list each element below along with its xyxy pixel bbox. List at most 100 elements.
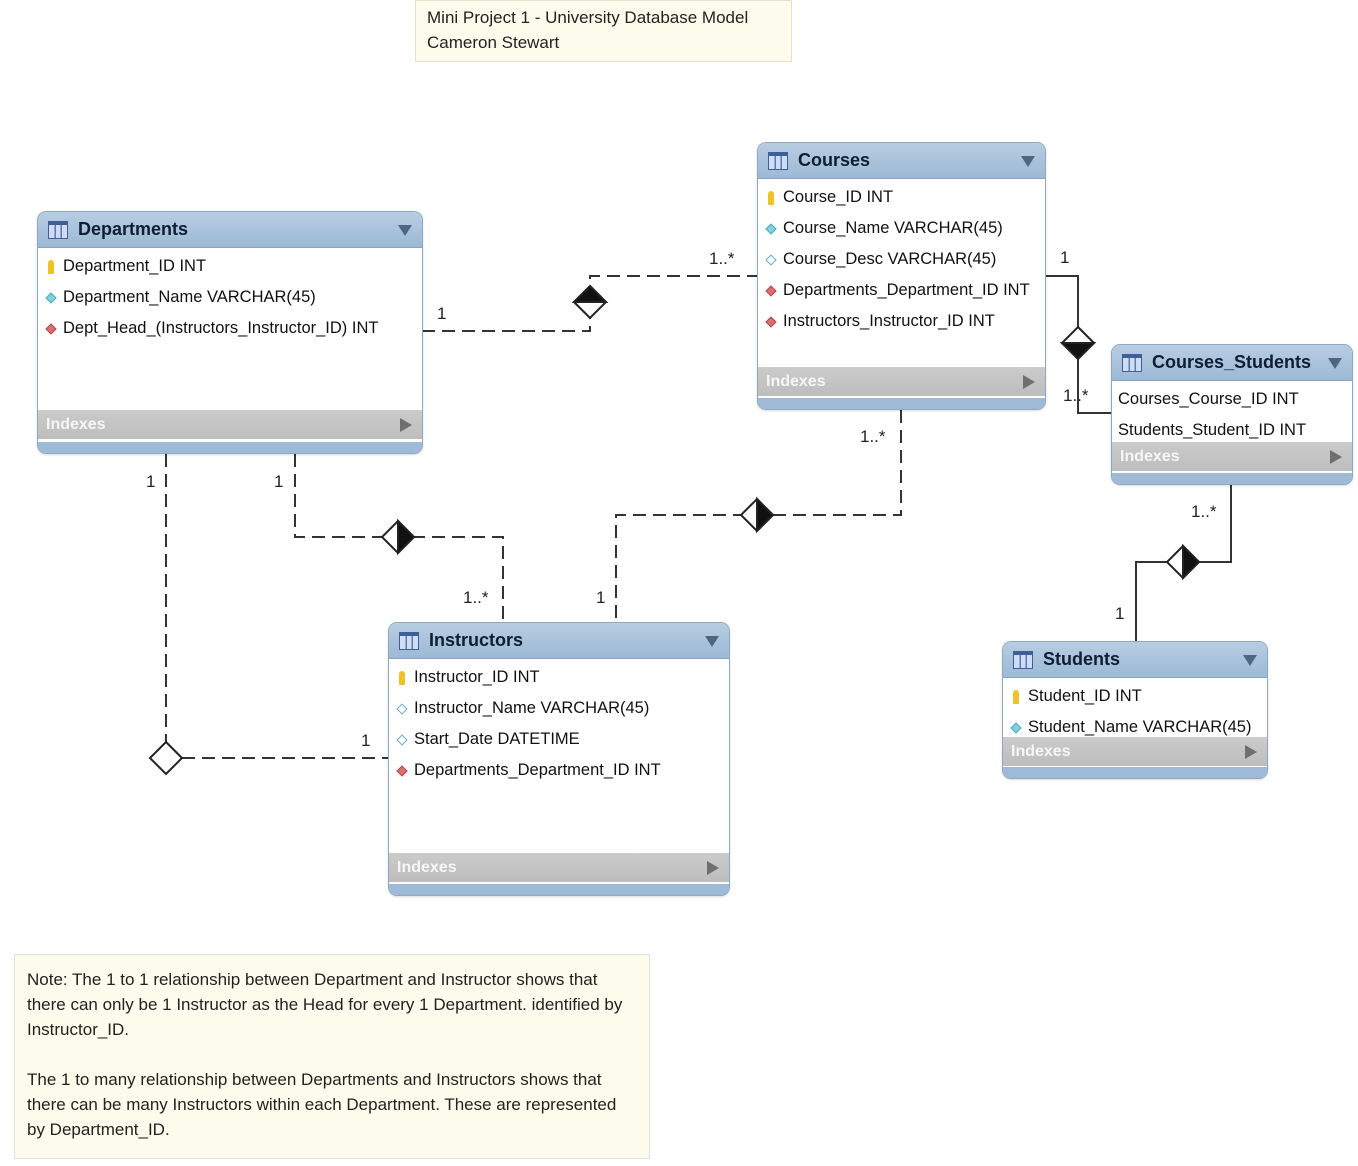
expand-arrow-icon[interactable] bbox=[1023, 375, 1035, 389]
indexes-label: Indexes bbox=[766, 372, 826, 390]
rel-dept-courses-line bbox=[422, 275, 757, 332]
title-note: Mini Project 1 - University Database Mod… bbox=[415, 0, 792, 62]
rel-courses-cs-many-label: 1..* bbox=[1063, 386, 1089, 405]
column-row[interactable]: Instructor_ID INT bbox=[389, 662, 729, 693]
column-icon bbox=[45, 291, 57, 304]
column-row[interactable]: Instructor_Name VARCHAR(45) bbox=[389, 693, 729, 724]
nullable-column-icon bbox=[396, 702, 408, 715]
rel-dept-courses-many-label: 1..* bbox=[709, 249, 735, 268]
table-icon bbox=[48, 220, 68, 239]
table-departments[interactable]: Departments Department_ID INT Department… bbox=[37, 211, 423, 454]
collapse-caret-icon[interactable] bbox=[1243, 655, 1257, 666]
collapse-caret-icon[interactable] bbox=[1021, 156, 1035, 167]
table-icon bbox=[1122, 353, 1142, 372]
indexes-section[interactable]: Indexes bbox=[758, 367, 1045, 396]
indexes-label: Indexes bbox=[1011, 742, 1071, 760]
column-row[interactable]: Students_Student_ID INT bbox=[1118, 421, 1307, 439]
table-icon bbox=[768, 151, 788, 170]
rel-courses-instructors-many-label: 1..* bbox=[860, 427, 886, 446]
rel-dept-instructors-diamond bbox=[380, 518, 416, 556]
table-title: Students bbox=[1043, 649, 1121, 669]
foreign-key-icon bbox=[765, 284, 777, 297]
expand-arrow-icon[interactable] bbox=[1330, 450, 1342, 464]
table-footer bbox=[758, 398, 1045, 409]
expand-arrow-icon[interactable] bbox=[400, 418, 412, 432]
table-header[interactable]: Students bbox=[1003, 642, 1267, 678]
table-footer bbox=[389, 884, 729, 895]
column-row[interactable]: Departments_Department_ID INT bbox=[758, 275, 1045, 306]
table-instructors[interactable]: Instructors Instructor_ID INT Instructor… bbox=[388, 622, 730, 896]
expand-arrow-icon[interactable] bbox=[1245, 745, 1257, 759]
table-header[interactable]: Courses_Students bbox=[1112, 345, 1352, 381]
primary-key-icon bbox=[766, 190, 776, 205]
rel-dept-head-instr-label: 1 bbox=[361, 731, 370, 750]
column-row[interactable]: Instructors_Instructor_ID INT bbox=[758, 306, 1045, 337]
column-icon bbox=[765, 222, 777, 235]
rel-dept-courses-one-label: 1 bbox=[437, 304, 446, 323]
rel-dept-instructors-one-label: 1 bbox=[274, 472, 283, 491]
title-note-project: Mini Project 1 - University Database Mod… bbox=[427, 8, 749, 27]
indexes-label: Indexes bbox=[46, 415, 106, 433]
foreign-key-icon bbox=[396, 764, 408, 777]
table-courses-students[interactable]: Courses_Students Courses_Course_ID INT S… bbox=[1111, 344, 1353, 485]
collapse-caret-icon[interactable] bbox=[1328, 358, 1342, 369]
table-title: Departments bbox=[78, 219, 189, 239]
table-students[interactable]: Students Student_ID INT Student_Name VAR… bbox=[1002, 641, 1268, 779]
table-title: Courses bbox=[798, 150, 871, 170]
rel-courses-cs-diamond bbox=[1059, 325, 1097, 361]
table-header[interactable]: Instructors bbox=[389, 623, 729, 659]
column-row[interactable]: Course_ID INT bbox=[758, 182, 1045, 213]
foreign-key-icon bbox=[765, 315, 777, 328]
collapse-caret-icon[interactable] bbox=[398, 225, 412, 236]
column-row[interactable]: Departments_Department_ID INT bbox=[389, 755, 729, 786]
table-courses[interactable]: Courses Course_ID INT Course_Name VARCHA… bbox=[757, 142, 1046, 410]
collapse-caret-icon[interactable] bbox=[705, 636, 719, 647]
expand-arrow-icon[interactable] bbox=[707, 861, 719, 875]
table-header[interactable]: Courses bbox=[758, 143, 1045, 179]
column-row[interactable]: Courses_Course_ID INT bbox=[1118, 390, 1299, 408]
rel-students-cs-diamond bbox=[1165, 543, 1201, 581]
primary-key-icon bbox=[397, 670, 407, 685]
title-note-author: Cameron Stewart bbox=[427, 33, 560, 52]
rel-courses-instructors-diamond bbox=[739, 496, 775, 534]
column-row[interactable]: Student_ID INT bbox=[1003, 681, 1267, 712]
indexes-section[interactable]: Indexes bbox=[389, 853, 729, 882]
table-title: Instructors bbox=[429, 630, 524, 650]
foreign-key-icon bbox=[45, 322, 57, 335]
column-row[interactable]: Dept_Head_(Instructors_Instructor_ID) IN… bbox=[38, 313, 422, 344]
column-row[interactable]: Department_Name VARCHAR(45) bbox=[38, 282, 422, 313]
rel-dept-head-diamond bbox=[148, 740, 184, 776]
indexes-label: Indexes bbox=[397, 858, 457, 876]
rel-courses-cs-one-label: 1 bbox=[1060, 248, 1069, 267]
primary-key-icon bbox=[46, 259, 56, 274]
table-title: Courses_Students bbox=[1152, 352, 1312, 372]
nullable-column-icon bbox=[396, 733, 408, 746]
explanation-note: Note: The 1 to 1 relationship between De… bbox=[14, 954, 650, 1159]
rel-dept-head-line bbox=[165, 454, 388, 759]
indexes-label: Indexes bbox=[1120, 447, 1180, 465]
rel-dept-head-dept-label: 1 bbox=[146, 472, 155, 491]
column-row[interactable]: Department_ID INT bbox=[38, 251, 422, 282]
rel-dept-courses-diamond bbox=[571, 284, 609, 320]
column-row[interactable]: Course_Desc VARCHAR(45) bbox=[758, 244, 1045, 275]
column-icon bbox=[1010, 721, 1022, 734]
rel-courses-instructors-one-label: 1 bbox=[596, 588, 605, 607]
column-row[interactable]: Start_Date DATETIME bbox=[389, 724, 729, 755]
rel-students-cs-many-label: 1..* bbox=[1191, 502, 1217, 521]
column-row[interactable]: Course_Name VARCHAR(45) bbox=[758, 213, 1045, 244]
indexes-section[interactable]: Indexes bbox=[1112, 442, 1352, 471]
table-footer bbox=[1003, 767, 1267, 778]
table-icon bbox=[399, 631, 419, 650]
nullable-column-icon bbox=[765, 253, 777, 266]
note-paragraph-one-to-many: The 1 to many relationship between Depar… bbox=[27, 1070, 617, 1139]
rel-students-cs-one-label: 1 bbox=[1115, 604, 1124, 623]
column-row[interactable]: Student_Name VARCHAR(45) bbox=[1003, 712, 1267, 743]
indexes-section[interactable]: Indexes bbox=[1003, 737, 1267, 766]
table-icon bbox=[1013, 650, 1033, 669]
table-footer bbox=[1112, 473, 1352, 484]
primary-key-icon bbox=[1011, 689, 1021, 704]
table-header[interactable]: Departments bbox=[38, 212, 422, 248]
rel-dept-instructors-many-label: 1..* bbox=[463, 588, 489, 607]
indexes-section[interactable]: Indexes bbox=[38, 410, 422, 439]
